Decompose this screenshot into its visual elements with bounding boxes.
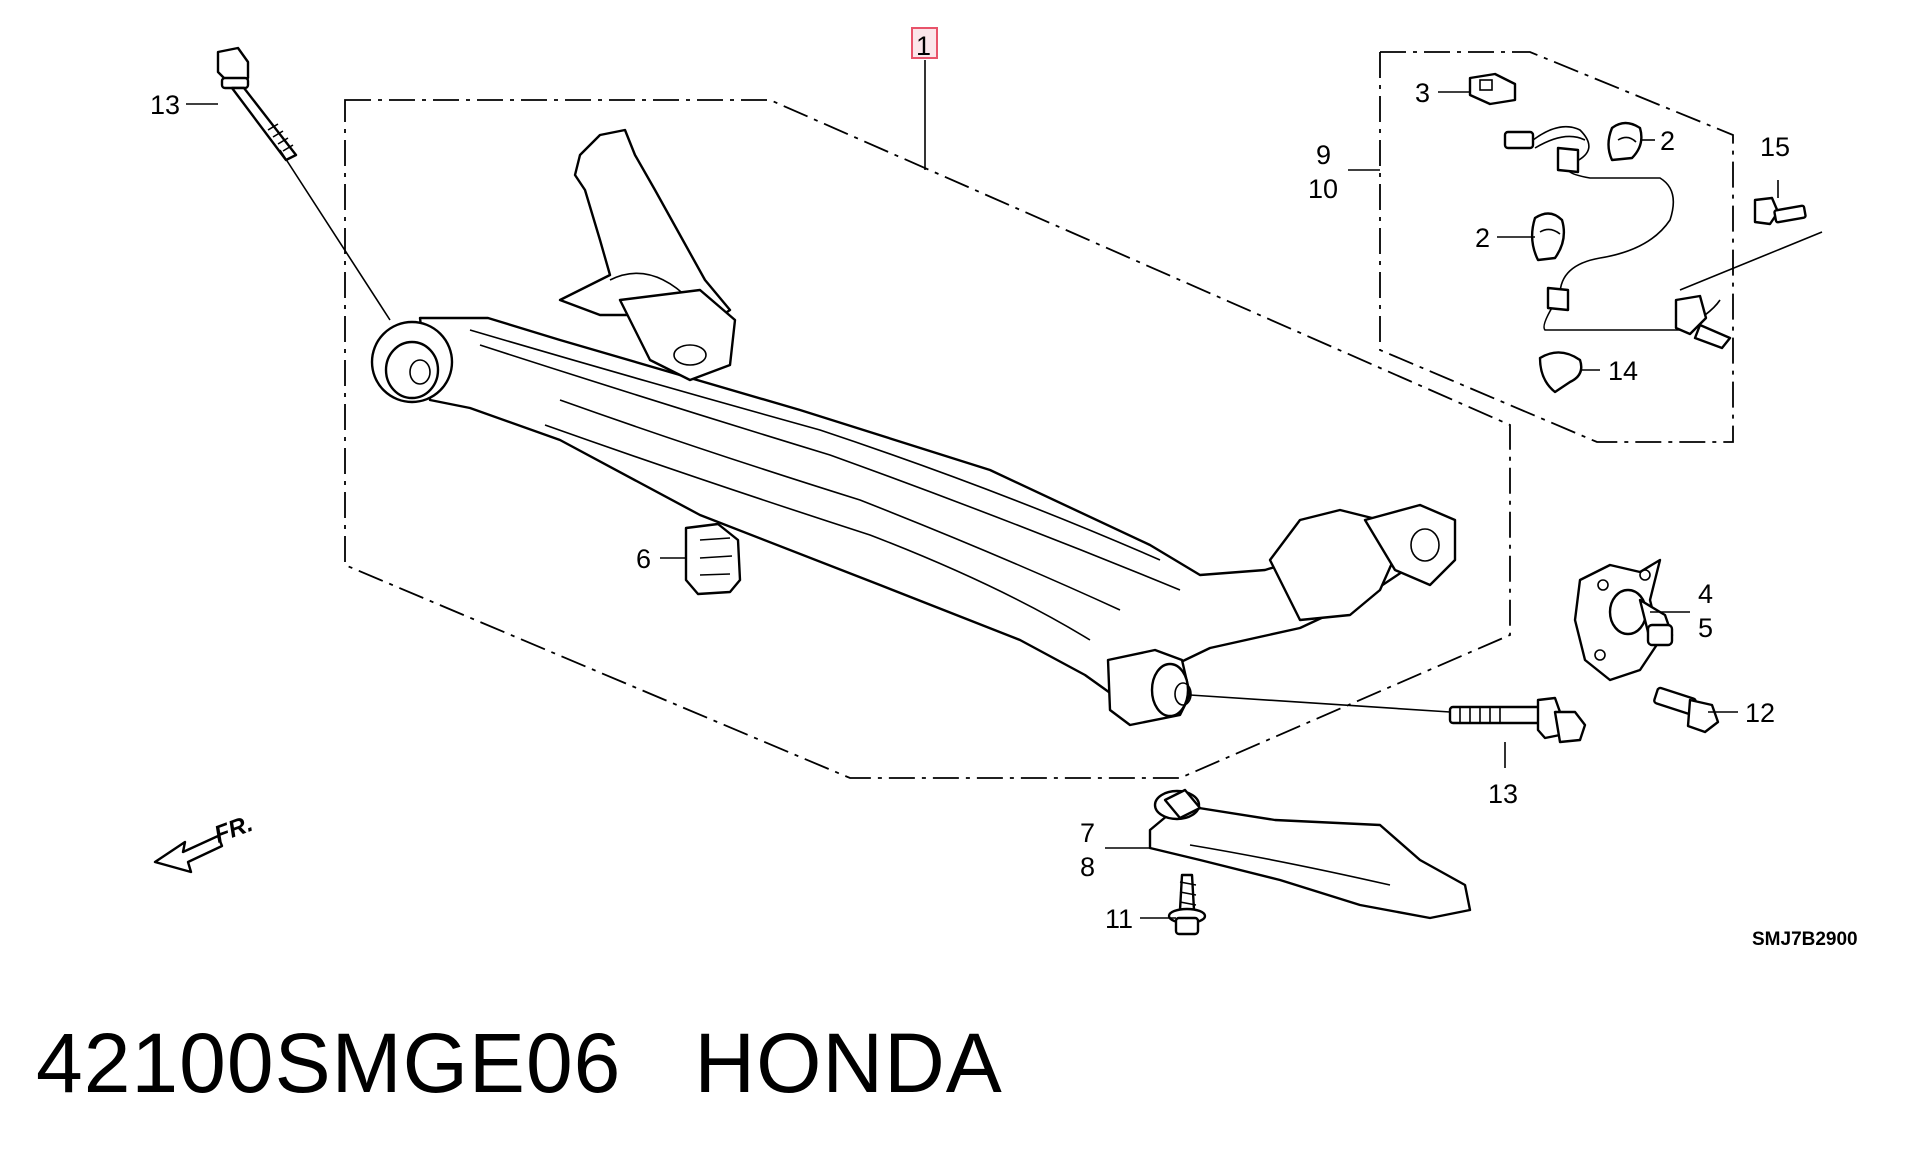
leader-lines [186, 60, 1779, 919]
rear-axle-beam[interactable] [370, 128, 1457, 727]
front-direction-label: FR. [211, 810, 257, 849]
flange-bolt[interactable] [1653, 686, 1720, 734]
harness-clip-14[interactable] [1538, 351, 1583, 394]
callout-14: 14 [1608, 356, 1638, 386]
callouts: 1 13 3 2 9 10 2 14 15 6 4 5 12 13 7 8 11 [150, 31, 1790, 934]
wheel-speed-sensor[interactable] [1503, 125, 1823, 350]
long-bolt-upper[interactable] [216, 46, 298, 162]
right-bushing [1106, 648, 1192, 727]
bump-stop[interactable] [684, 522, 742, 596]
harness-clip-lower[interactable] [1530, 212, 1566, 262]
sensor-bolt[interactable] [1753, 196, 1807, 226]
callout-13-lower: 13 [1488, 779, 1518, 809]
callout-5: 5 [1698, 613, 1713, 643]
sensor-kit-outline [1379, 51, 1734, 443]
highlight-box [911, 27, 938, 59]
part-number: 42100SMGE06 [36, 1016, 622, 1110]
callout-15: 15 [1760, 132, 1790, 162]
tapping-screw[interactable] [1167, 873, 1207, 936]
brand-name: HONDA [694, 1016, 1003, 1110]
diagram-code: SMJ7B2900 [1752, 929, 1858, 950]
lower-arm[interactable] [1148, 788, 1472, 920]
left-bushing [370, 320, 454, 404]
hub-spindle[interactable] [1573, 558, 1674, 682]
callout-1: 1 [916, 31, 931, 61]
callout-4: 4 [1698, 579, 1713, 609]
callout-11: 11 [1105, 904, 1133, 934]
callout-10: 10 [1308, 174, 1338, 204]
callout-13-upper: 13 [150, 90, 180, 120]
harness-clip-upper[interactable] [1607, 121, 1643, 162]
callout-9: 9 [1316, 140, 1331, 170]
footer: 42100SMGE06 HONDA [36, 1015, 1003, 1112]
callout-2-lower: 2 [1475, 223, 1490, 253]
callout-7: 7 [1080, 818, 1095, 848]
connector-clip[interactable] [1468, 72, 1517, 106]
callout-3: 3 [1415, 78, 1430, 108]
callout-8: 8 [1080, 852, 1095, 882]
long-bolt-lower[interactable] [1448, 696, 1587, 744]
front-direction-arrow: FR. [153, 810, 257, 874]
callout-2-upper: 2 [1660, 126, 1675, 156]
callout-6: 6 [636, 544, 651, 574]
callout-12: 12 [1745, 698, 1775, 728]
